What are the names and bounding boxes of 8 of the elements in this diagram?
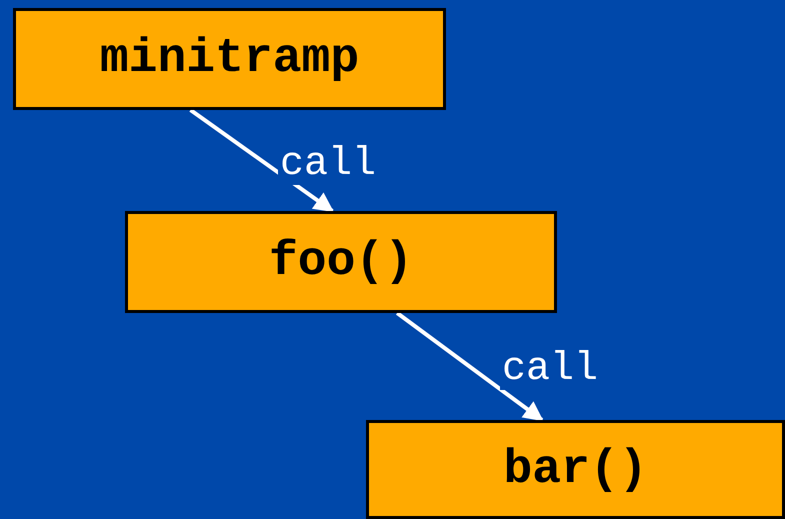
function-name: bar() [503,442,648,496]
arrow [396,311,544,422]
arrow [189,108,334,213]
function-box [366,420,785,519]
function-name: foo() [268,235,414,289]
function-box [13,8,446,110]
function-box [125,211,557,313]
function-name: minitramp [100,32,360,86]
